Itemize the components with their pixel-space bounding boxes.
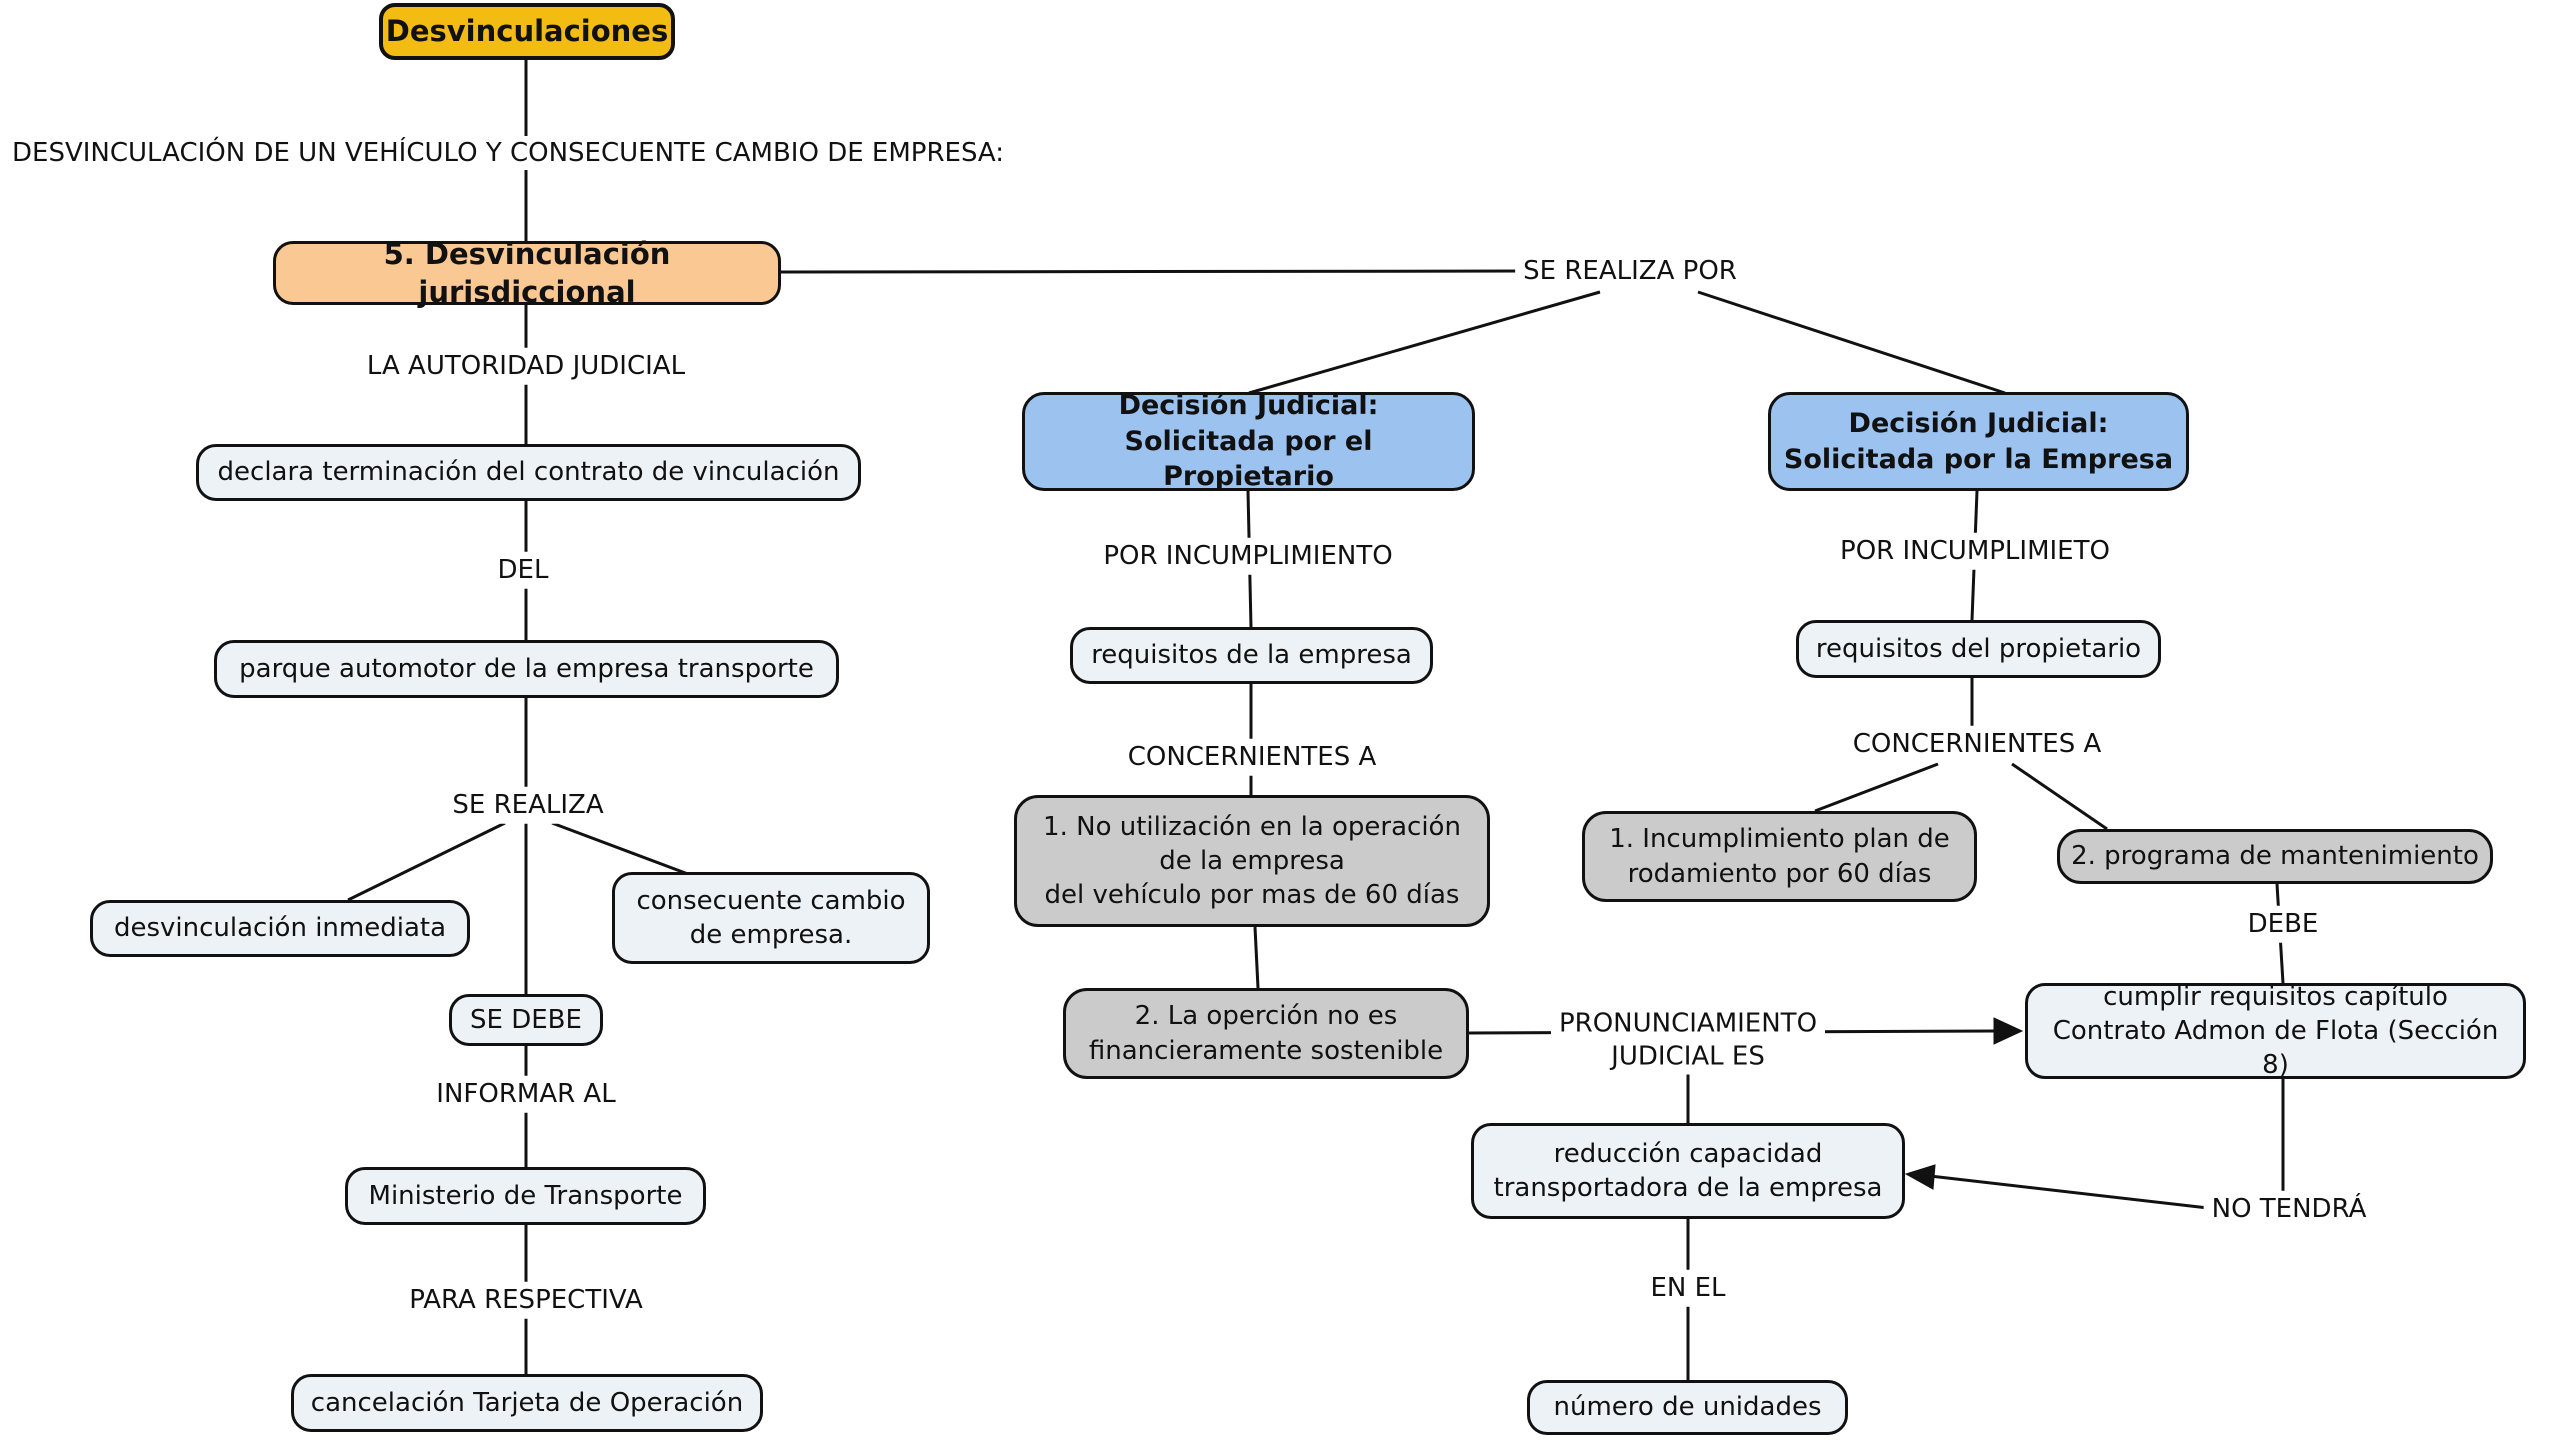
node-opercion-no-sostenible[interactable]: 2. La operción no es financieramente sos… — [1063, 988, 1469, 1079]
link-label-concernientes-a-right: CONCERNIENTES A — [1844, 725, 2110, 763]
node-parque-automotor[interactable]: parque automotor de la empresa transport… — [214, 640, 839, 698]
connector-line — [347, 821, 506, 902]
connector-line — [1253, 926, 1260, 989]
link-label-concernientes-a-mid: CONCERNIENTES A — [1119, 738, 1385, 776]
connector-line — [780, 269, 1557, 274]
node-programa-mantenimiento[interactable]: 2. programa de mantenimiento — [2057, 829, 2493, 884]
connector-line — [1697, 290, 2006, 395]
arrow-left-icon — [1904, 1164, 1936, 1190]
link-label-se-realiza: SE REALIZA — [444, 786, 612, 824]
node-se-debe[interactable]: SE DEBE — [449, 994, 603, 1046]
node-ministerio-transporte[interactable]: Ministerio de Transporte — [345, 1167, 706, 1225]
node-decision-judicial-propietario[interactable]: Decisión Judicial: Solicitada por el Pro… — [1022, 390, 1475, 492]
node-cancelacion-tarjeta[interactable]: cancelación Tarjeta de Operación — [291, 1374, 763, 1432]
link-label-pronunciamiento-judicial: PRONUNCIAMIENTO JUDICIAL ES — [1550, 1005, 1826, 1075]
link-label-por-incumplimieto: POR INCUMPLIMIETO — [1832, 532, 2118, 570]
link-label-no-tendra: NO TENDRÁ — [2203, 1190, 2375, 1228]
link-label-para-respectiva: PARA RESPECTIVA — [401, 1281, 651, 1319]
node-declara-terminacion[interactable]: declara terminación del contrato de vinc… — [196, 444, 861, 501]
node-requisitos-propietario[interactable]: requisitos del propietario — [1796, 620, 2161, 678]
link-label-debe: DEBE — [2239, 905, 2327, 943]
node-desvinculacion-jurisdiccional[interactable]: 5. Desvinculación jurisdiccional — [273, 237, 781, 309]
node-cumplir-requisitos[interactable]: cumplir requisitos capítulo Contrato Adm… — [2025, 982, 2526, 1080]
link-label-informar-al: INFORMAR AL — [428, 1075, 624, 1113]
link-label-por-incumplimiento: POR INCUMPLIMIENTO — [1095, 537, 1401, 575]
connector-line — [1248, 290, 1601, 395]
link-label-se-realiza-por: SE REALIZA POR — [1515, 252, 1745, 290]
connector-line — [1814, 762, 1939, 813]
connector-line — [551, 821, 689, 876]
connector-line — [1929, 1174, 2209, 1210]
map-heading: DESVINCULACIÓN DE UN VEHÍCULO Y CONSECUE… — [6, 136, 1011, 170]
node-numero-unidades[interactable]: número de unidades — [1527, 1380, 1848, 1435]
node-desvinculacion-inmediata[interactable]: desvinculación inmediata — [90, 900, 470, 957]
connector-line — [2011, 762, 2108, 831]
node-reduccion-capacidad[interactable]: reducción capacidad transportadora de la… — [1471, 1123, 1905, 1219]
arrow-right-icon — [1993, 1017, 2024, 1045]
link-label-del: DEL — [489, 551, 557, 589]
node-consecuente-cambio[interactable]: consecuente cambio de empresa. — [612, 872, 930, 964]
node-requisitos-empresa[interactable]: requisitos de la empresa — [1070, 627, 1433, 684]
node-decision-judicial-empresa[interactable]: Decisión Judicial: Solicitada por la Emp… — [1768, 392, 2189, 491]
link-label-la-autoridad-judicial: LA AUTORIDAD JUDICIAL — [358, 347, 694, 385]
node-desvinculaciones-title[interactable]: Desvinculaciones — [379, 3, 675, 60]
node-incumplimiento-rodamiento[interactable]: 1. Incumplimiento plan de rodamiento por… — [1582, 811, 1977, 902]
link-label-en-el: EN EL — [1642, 1269, 1734, 1307]
node-no-utilizacion[interactable]: 1. No utilización en la operación de la … — [1014, 795, 1490, 927]
